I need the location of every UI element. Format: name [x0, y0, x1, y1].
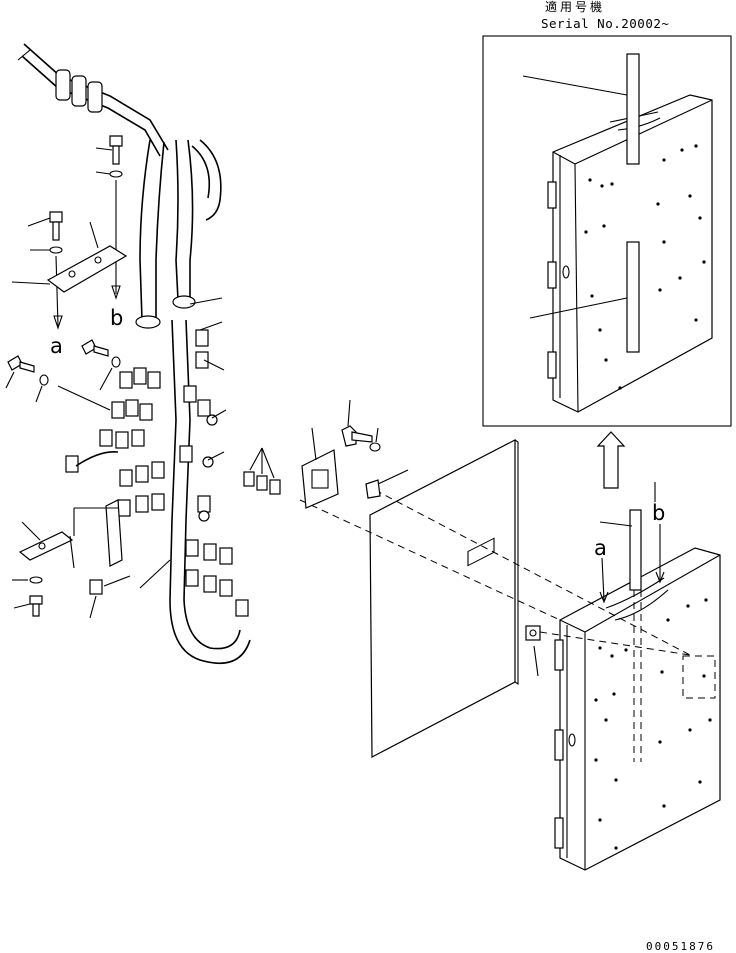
clip: [365, 469, 409, 499]
cover-panel: [299, 439, 691, 758]
inset-frame: [482, 35, 732, 427]
marker-a-left: a: [50, 334, 63, 358]
inset-bolts: [584, 144, 706, 390]
bolts-left: [5, 49, 128, 411]
marker-b-left: b: [110, 306, 124, 330]
wiring-harness: [21, 43, 251, 664]
relay-module: [301, 427, 339, 509]
bolt-washer-cover: [341, 399, 381, 452]
connectors-mid: [243, 447, 281, 495]
serial-number-label: Serial No.20002~: [541, 16, 670, 31]
bracket-bottom: [12, 507, 171, 619]
serial-inset: [482, 35, 732, 427]
up-arrow-icon: [596, 431, 626, 489]
marker-a-right: a: [594, 536, 607, 560]
control-box: [554, 482, 721, 871]
marker-b-right: b: [652, 501, 666, 525]
applicable-models-label: 適用号機: [545, 0, 606, 14]
drawing-code: 00051876: [646, 940, 715, 953]
box-bolts: [594, 598, 712, 850]
nut: [525, 625, 541, 677]
